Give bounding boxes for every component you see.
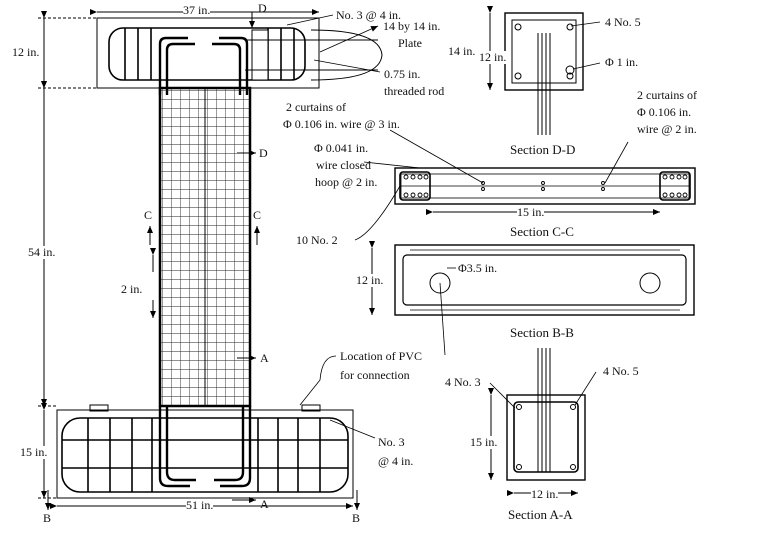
section-cc	[354, 129, 696, 241]
rod-label-1: 0.75 in.	[384, 67, 421, 81]
curtain-label-2: Φ 0.106 in. wire @ 3 in.	[283, 117, 400, 131]
base-hooks	[158, 406, 252, 488]
dim-spacing-label: 2 in.	[121, 282, 143, 296]
aa-dim-h: 15 in.	[470, 435, 498, 449]
base-stirrups	[61, 417, 349, 493]
plate-label-1: 14 by 14 in.	[383, 19, 441, 33]
dim-base-height-label: 15 in.	[20, 445, 48, 459]
aa-dim-w: 12 in.	[531, 487, 559, 501]
dim-column-height-label: 54 in.	[28, 245, 56, 259]
cc-curtain-1: 2 curtains of	[637, 88, 697, 102]
dim-top-height-label: 12 in.	[12, 45, 40, 59]
dd-bars: 4 No. 5	[605, 15, 641, 29]
cut-mark-b-left: B	[43, 511, 52, 525]
section-bb	[369, 241, 695, 356]
dd-dim-h: 14 in.	[448, 44, 476, 58]
aa-title: Section A-A	[508, 507, 573, 522]
hoop-label-3: hoop @ 2 in.	[315, 175, 378, 189]
cc-dim-w: 15 in.	[517, 205, 545, 219]
pvc-label-1: Location of PVC	[340, 349, 422, 363]
cut-mark-d-top: D	[258, 1, 267, 15]
curtain-label-1: 2 curtains of	[286, 100, 346, 114]
cut-mark-b-right: B	[352, 511, 361, 525]
cc-curtain-2: Φ 0.106 in.	[637, 105, 692, 119]
dd-dim-inner: 12 in.	[479, 50, 507, 64]
cut-mark-a-mid: A	[260, 351, 269, 365]
cut-mark-c-right: C	[253, 208, 262, 222]
aa-bars-left: 4 No. 3	[445, 375, 481, 389]
hoop-label-1: Φ 0.041 in.	[314, 141, 369, 155]
dd-hole: Φ 1 in.	[605, 55, 639, 69]
pvc-label-2: for connection	[340, 368, 410, 382]
dd-title: Section D-D	[510, 142, 576, 157]
elevation-view	[38, 9, 383, 510]
top-hooks	[158, 36, 249, 95]
top-beam-stirrups	[108, 27, 306, 81]
cut-mark-d-mid: D	[259, 146, 268, 160]
no3-base-label-2: @ 4 in.	[378, 454, 414, 468]
dim-base-width-label: 51 in.	[186, 498, 214, 512]
cc-title: Section C-C	[510, 224, 574, 239]
bb-title: Section B-B	[510, 325, 574, 340]
base-outline	[56, 409, 354, 499]
no3-base-label-1: No. 3	[378, 435, 405, 449]
no3-top-label: No. 3 @ 4 in.	[336, 8, 402, 22]
cut-mark-a-bot: A	[260, 497, 269, 511]
hoop-label-2: wire closed	[316, 158, 371, 172]
section-aa	[488, 348, 597, 496]
section-dd	[487, 6, 601, 135]
cc-curtain-3: wire @ 2 in.	[637, 122, 697, 136]
aa-bars-right: 4 No. 5	[603, 364, 639, 378]
plate-label-2: Plate	[398, 36, 422, 50]
bb-dim-h: 12 in.	[356, 273, 384, 287]
plate	[251, 29, 269, 81]
bars-10no2-label: 10 No. 2	[296, 233, 338, 247]
dim-top-width-label: 37 in.	[183, 3, 211, 17]
rod-label-2: threaded rod	[384, 84, 445, 98]
cut-mark-c-left: C	[144, 208, 153, 222]
bb-hole: Φ3.5 in.	[458, 261, 498, 275]
